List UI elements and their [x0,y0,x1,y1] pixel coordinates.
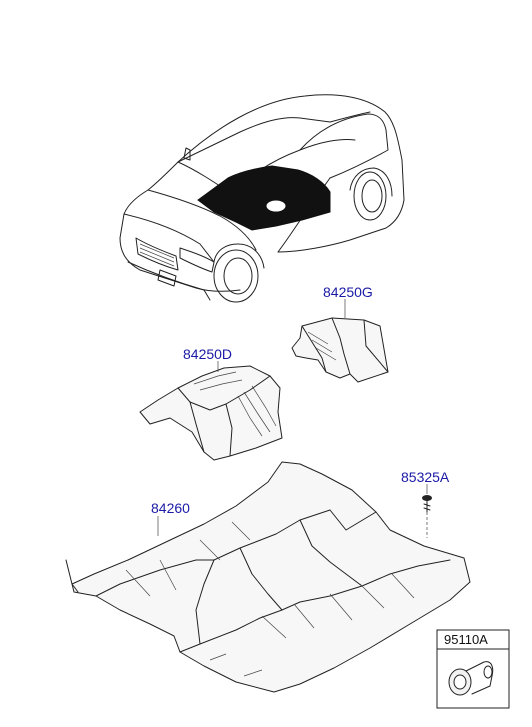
insulator-84250g-drawing [291,299,389,383]
part-label-85325a[interactable]: 85325A [401,469,450,485]
part-label-84250g[interactable]: 84250G [323,284,373,300]
grommet-icon [448,661,494,696]
clip-85325a-drawing [422,484,432,538]
grommet-95110a-box [436,629,510,709]
floor-carpet-84260-drawing [65,461,471,693]
part-label-84260[interactable]: 84260 [151,500,190,516]
part-label-84250d[interactable]: 84250D [183,346,232,362]
car-illustration [119,94,405,303]
insulator-84250d-drawing [139,361,283,461]
part-label-95110a[interactable]: 95110A [444,632,488,647]
